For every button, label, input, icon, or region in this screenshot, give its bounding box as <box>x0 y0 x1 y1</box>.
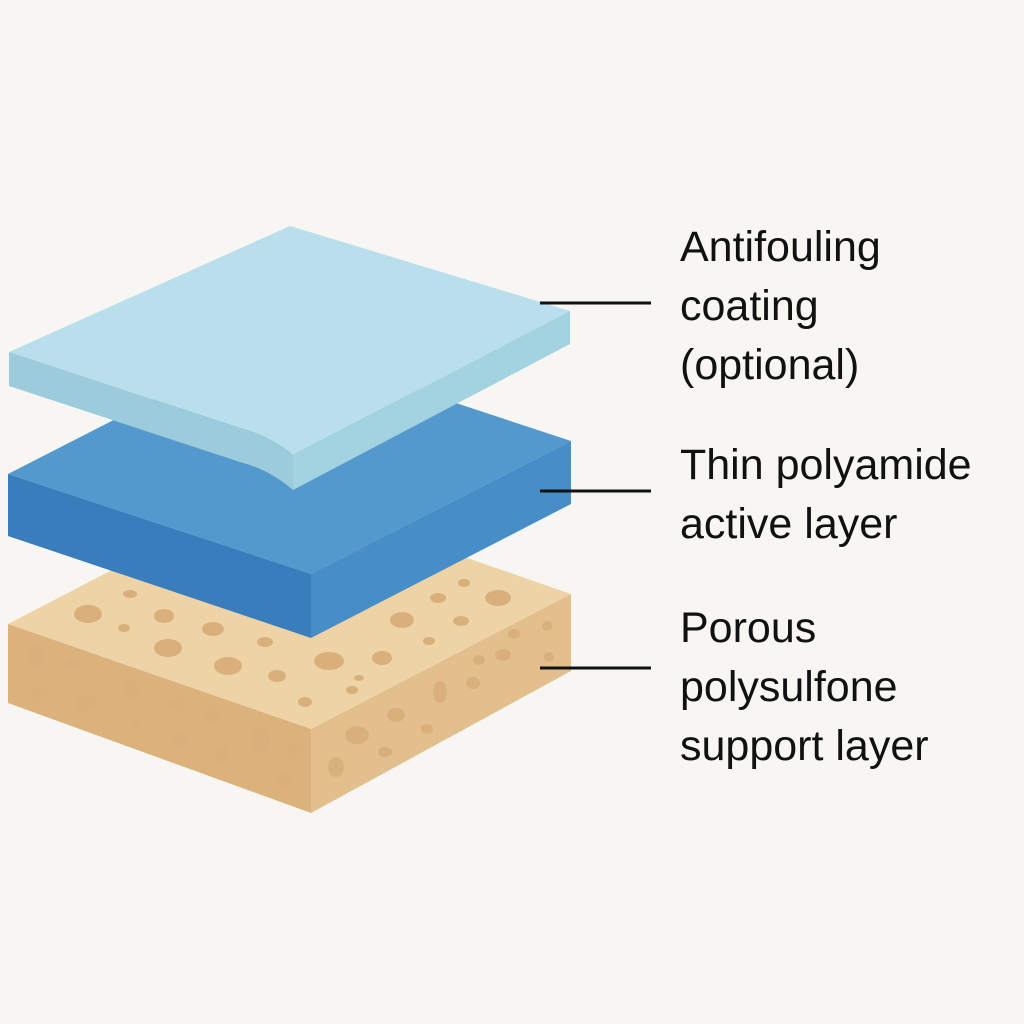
label-line: polysulfone <box>680 663 898 711</box>
label-line: coating <box>680 282 819 330</box>
label-line: (optional) <box>680 341 860 389</box>
label-antifouling-coating: Antifouling coating (optional) <box>680 218 881 395</box>
label-polyamide-layer: Thin polyamide active layer <box>680 436 972 554</box>
label-line: support layer <box>680 722 929 770</box>
label-polysulfone-layer: Porous polysulfone support layer <box>680 599 929 776</box>
label-line: active layer <box>680 500 898 548</box>
pores <box>29 579 554 788</box>
antifouling-coating-layer <box>9 226 570 490</box>
label-line: Antifouling <box>680 223 881 271</box>
label-line: Porous <box>680 604 817 652</box>
label-line: Thin polyamide <box>680 441 972 489</box>
